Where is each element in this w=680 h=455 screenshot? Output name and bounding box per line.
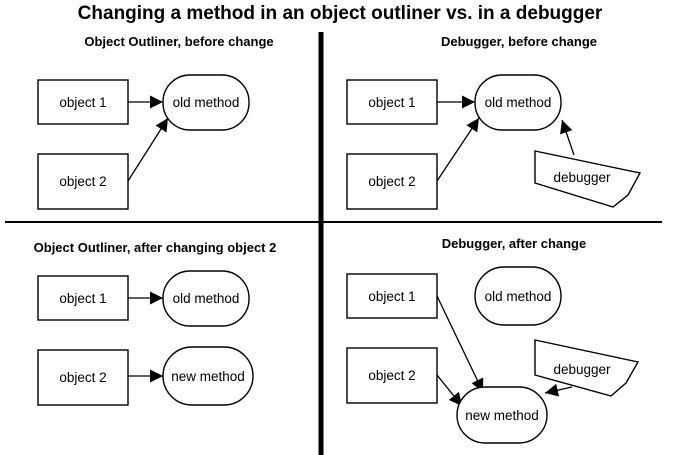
svg-text:old method: old method <box>485 289 552 304</box>
svg-text:old method: old method <box>173 291 240 306</box>
edge-tr-dbg-to-tr-old <box>560 119 575 156</box>
svg-text:old method: old method <box>173 95 240 110</box>
edge-br-obj2-to-br-new <box>436 374 463 407</box>
svg-text:object 1: object 1 <box>368 95 415 110</box>
svg-text:object 2: object 2 <box>368 368 415 383</box>
panel-title-outliner-before: Object Outliner, before change <box>84 34 273 49</box>
node-tr-old-method: old method <box>474 74 562 131</box>
node-br-object-2: object 2 <box>346 347 438 404</box>
svg-text:object 2: object 2 <box>59 174 106 189</box>
svg-text:debugger: debugger <box>553 362 611 377</box>
panel-title-debugger-before: Debugger, before change <box>441 34 597 49</box>
svg-text:debugger: debugger <box>553 170 611 185</box>
node-br-object-1: object 1 <box>346 273 438 319</box>
svg-text:object 2: object 2 <box>368 174 415 189</box>
node-tr-object-1: object 1 <box>346 79 438 125</box>
svg-text:object 1: object 1 <box>368 289 415 304</box>
node-tl-object-1: object 1 <box>37 79 129 125</box>
node-bl-new-method: new method <box>162 346 254 406</box>
edges-layer <box>127 95 575 407</box>
diagram-title: Changing a method in an object outliner … <box>78 3 603 24</box>
svg-text:new method: new method <box>171 369 245 384</box>
svg-text:object 2: object 2 <box>59 370 106 385</box>
node-br-old-method: old method <box>474 266 562 326</box>
edge-br-obj1-to-br-new <box>436 295 484 393</box>
svg-text:old method: old method <box>485 95 552 110</box>
svg-text:new method: new method <box>465 408 539 423</box>
node-bl-object-2: object 2 <box>37 349 129 406</box>
node-tl-old-method: old method <box>162 74 250 131</box>
node-br-new-method: new method <box>456 386 548 444</box>
edge-tr-obj2-to-tr-old <box>436 117 480 182</box>
svg-text:object 1: object 1 <box>59 291 106 306</box>
node-tr-object-2: object 2 <box>346 153 438 210</box>
node-bl-object-1: object 1 <box>37 275 129 321</box>
svg-text:object 1: object 1 <box>59 95 106 110</box>
node-tr-debugger: debugger <box>534 150 642 208</box>
edge-tl-obj2-to-tl-old <box>127 117 169 182</box>
node-tl-object-2: object 2 <box>37 153 129 210</box>
panel-title-outliner-after: Object Outliner, after changing object 2 <box>34 240 277 255</box>
edge-br-dbg-to-br-new <box>544 383 573 397</box>
node-bl-old-method: old method <box>162 270 250 327</box>
panel-title-debugger-after: Debugger, after change <box>442 236 586 251</box>
node-br-debugger: debugger <box>534 339 640 397</box>
